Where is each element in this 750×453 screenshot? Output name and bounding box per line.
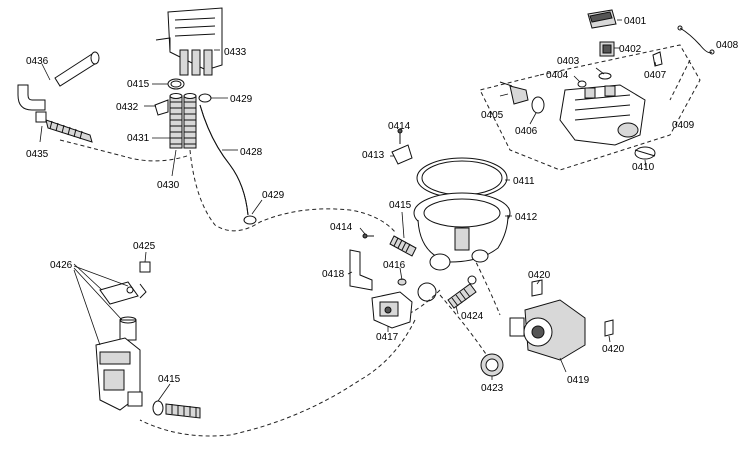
part-labels: 0401 0402 0403 0404 0405 0406 0407 0408 … [26,16,739,394]
label-0401: 0401 [624,16,647,27]
label-0413: 0413 [362,150,385,161]
label-0408: 0408 [716,40,739,51]
part-0428-drain-hose[interactable] [199,104,249,216]
part-0413-bracket[interactable] [391,144,413,165]
label-0419: 0419 [567,375,590,386]
part-0426-aquastop-valve[interactable] [95,337,143,411]
label-0426: 0426 [50,260,73,271]
part-0412-sump[interactable] [413,192,511,271]
label-0428: 0428 [240,147,263,158]
part-0420-clip-top[interactable] [531,279,543,297]
part-0406-ring[interactable] [531,96,545,114]
label-0430: 0430 [157,180,180,191]
label-0409: 0409 [672,120,695,131]
label-0415-mid: 0415 [389,200,412,211]
part-0420-clip-right[interactable] [604,319,614,337]
part-0414-screw-top[interactable] [397,128,403,144]
part-0426-valve-parts[interactable] [99,281,147,341]
part-0415-hose-bottom[interactable] [152,400,201,419]
label-0415-bottom: 0415 [158,374,181,385]
label-0432: 0432 [116,102,139,113]
part-0402-sensor[interactable] [599,41,615,57]
part-0435-corrugated-hose[interactable] [35,111,93,143]
part-0436-elbow-hose[interactable] [17,51,100,111]
part-0404-ring[interactable] [577,80,587,88]
part-0405-connector[interactable] [499,81,529,105]
label-0406: 0406 [515,126,538,137]
label-0412: 0412 [515,212,538,223]
part-0432-clip[interactable] [154,99,169,116]
part-0433-sump-plate[interactable] [155,7,223,76]
part-0409-heater-assembly[interactable] [559,84,646,146]
label-0418: 0418 [322,269,345,280]
part-0410-clamp[interactable] [634,146,656,160]
label-0407: 0407 [644,70,667,81]
part-0411-sump-seal[interactable] [416,157,508,199]
dashed-connectors [59,44,701,437]
part-0415-ring-top[interactable] [167,78,185,90]
label-0402: 0402 [619,44,642,55]
label-0403: 0403 [557,56,580,67]
part-0403-seal[interactable] [598,72,612,80]
label-0414-top: 0414 [388,121,411,132]
leader-lines [39,19,657,402]
label-0410: 0410 [632,162,655,173]
part-0401-cover[interactable] [587,9,617,29]
label-0405: 0405 [481,110,504,121]
label-0415-top: 0415 [127,79,150,90]
label-0436: 0436 [26,56,49,67]
part-0415-tube-mid[interactable] [389,235,417,257]
part-0418-bracket[interactable] [349,249,373,291]
label-0420-top: 0420 [528,270,551,281]
label-0404: 0404 [546,70,569,81]
part-0429-clamp-bottom[interactable] [243,215,257,225]
label-0420-right: 0420 [602,344,625,355]
label-0433: 0433 [224,47,247,58]
part-0429-clamp-top[interactable] [198,93,212,103]
part-0414-screw-mid[interactable] [362,233,374,239]
part-0430-corrugated-tubes[interactable] [169,93,197,149]
part-0417-pump[interactable] [371,291,413,329]
label-0429-top: 0429 [230,94,253,105]
label-0429-bottom: 0429 [262,190,285,201]
part-0423-seal[interactable] [480,353,504,377]
label-0425: 0425 [133,241,156,252]
part-0425-clip[interactable] [139,261,151,273]
label-0435: 0435 [26,149,49,160]
part-0408-wire[interactable] [677,25,715,55]
label-0424: 0424 [461,311,484,322]
label-0411: 0411 [513,176,535,187]
label-0417: 0417 [376,332,399,343]
label-0431: 0431 [127,133,150,144]
part-0407-clip[interactable] [652,51,663,67]
label-0416: 0416 [383,260,406,271]
part-0419-circulation-pump[interactable] [509,299,586,361]
label-0423: 0423 [481,383,504,394]
label-0414-mid: 0414 [330,222,353,233]
part-0424-hose[interactable] [417,275,477,309]
